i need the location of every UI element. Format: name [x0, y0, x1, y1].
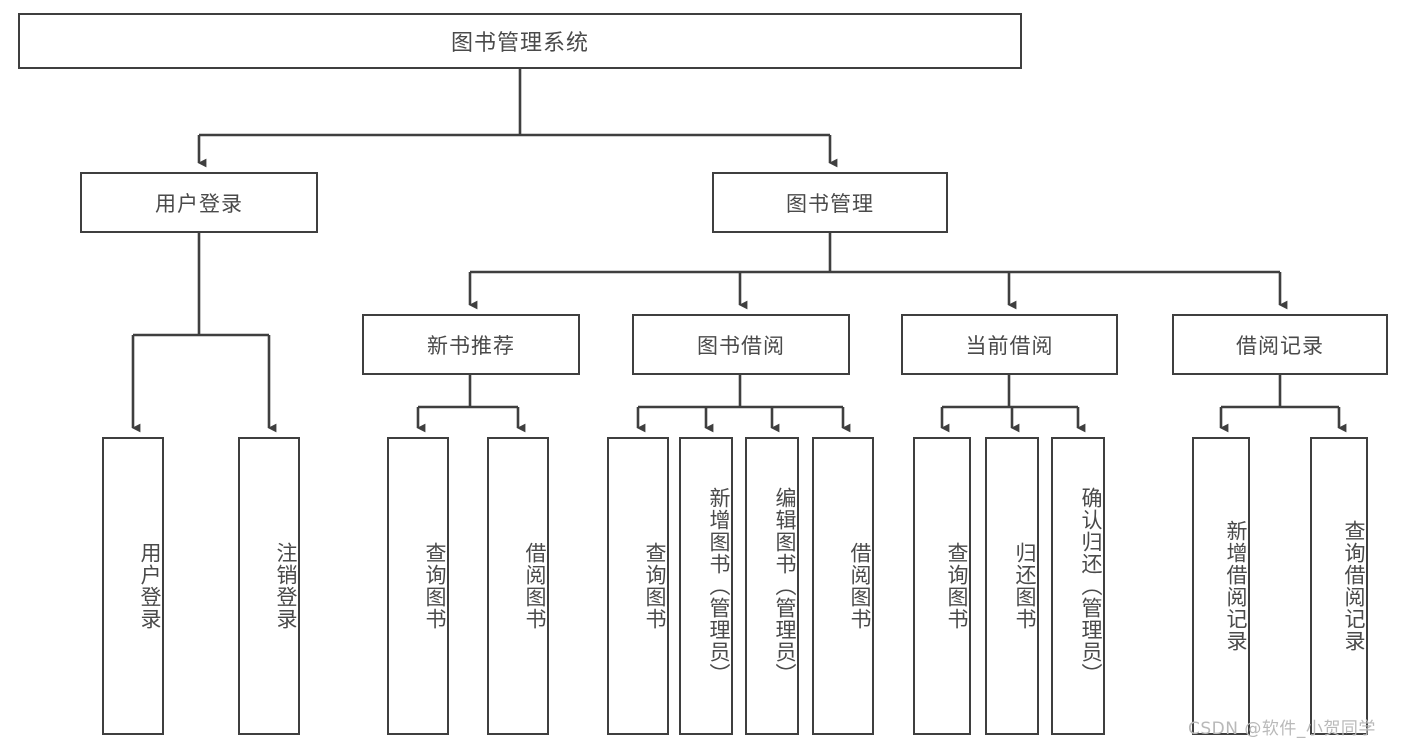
leaf-add-borrow-record[interactable]: 新增借阅记录: [1192, 437, 1250, 735]
leaf-return-book[interactable]: 归还图书: [985, 437, 1039, 735]
node-root-system[interactable]: 图书管理系统: [18, 13, 1022, 69]
node-current-borrow[interactable]: 当前借阅: [901, 314, 1118, 375]
leaf-borrow-book-recommend[interactable]: 借阅图书: [487, 437, 549, 735]
leaf-add-book-admin[interactable]: 新增图书（管理员）: [679, 437, 733, 735]
node-new-book-recommend[interactable]: 新书推荐: [362, 314, 580, 375]
leaf-query-borrow-record[interactable]: 查询借阅记录: [1310, 437, 1368, 735]
node-book-borrow[interactable]: 图书借阅: [632, 314, 850, 375]
leaf-query-book-current[interactable]: 查询图书: [913, 437, 971, 735]
leaf-user-login[interactable]: 用户登录: [102, 437, 164, 735]
node-borrow-record[interactable]: 借阅记录: [1172, 314, 1388, 375]
leaf-query-book-recommend[interactable]: 查询图书: [387, 437, 449, 735]
leaf-borrow-book[interactable]: 借阅图书: [812, 437, 874, 735]
leaf-user-logout[interactable]: 注销登录: [238, 437, 300, 735]
leaf-query-book-borrow[interactable]: 查询图书: [607, 437, 669, 735]
node-book-management[interactable]: 图书管理: [712, 172, 948, 233]
leaf-confirm-return-admin[interactable]: 确认归还（管理员）: [1051, 437, 1105, 735]
node-user-login[interactable]: 用户登录: [80, 172, 318, 233]
leaf-edit-book-admin[interactable]: 编辑图书（管理员）: [745, 437, 799, 735]
watermark: CSDN @软件_小贺同学: [1188, 719, 1376, 739]
